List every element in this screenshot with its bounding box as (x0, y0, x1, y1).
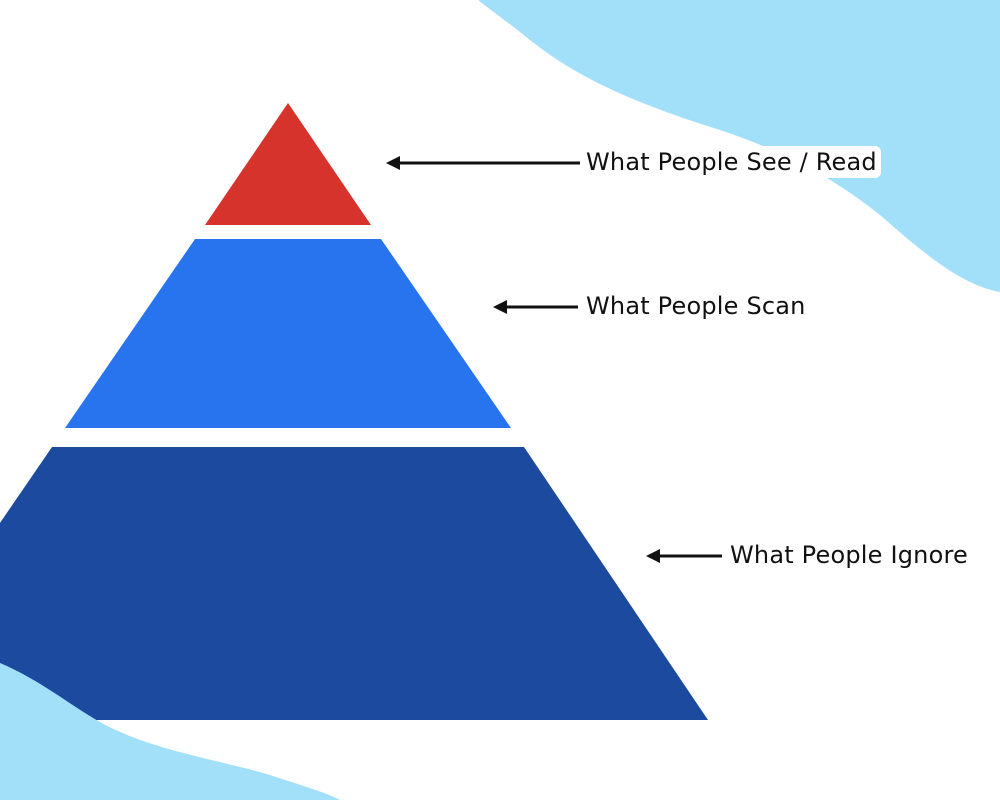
label-what-people-see-read: What People See / Read (582, 146, 881, 178)
label-what-people-ignore: What People Ignore (730, 541, 968, 569)
pyramid-tier-middle (65, 239, 511, 428)
arrow-top (386, 156, 580, 170)
pyramid-tier-top (205, 103, 371, 225)
background-blob-bottom-left (0, 663, 340, 800)
background-blob-top-right (478, 0, 1000, 292)
arrow-middle (493, 300, 578, 314)
pyramid-tier-bottom (0, 447, 708, 720)
label-what-people-scan: What People Scan (586, 292, 806, 320)
arrow-bottom (646, 549, 722, 563)
